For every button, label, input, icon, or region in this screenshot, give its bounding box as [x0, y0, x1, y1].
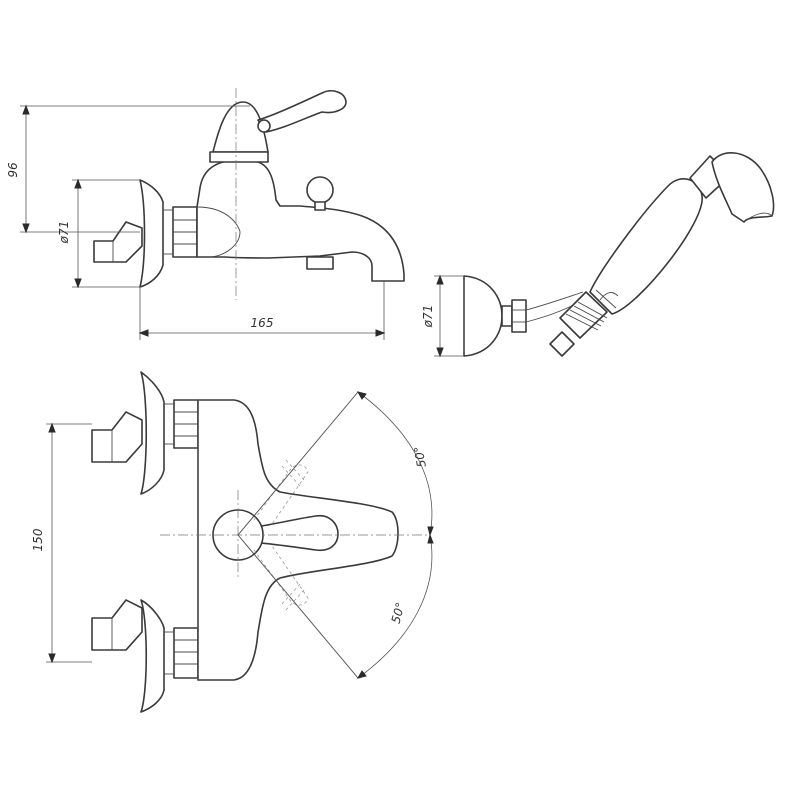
top-lever [249, 514, 339, 552]
hand-shower: ø71 [421, 152, 775, 358]
lever-ghost-upper [253, 464, 309, 525]
top-hex-nut-lower [173, 627, 199, 679]
shower-head [711, 152, 775, 223]
shower-hose [525, 291, 584, 311]
top-wall-flange-upper [140, 371, 165, 495]
top-connector-lower [91, 599, 143, 651]
top-view-mixer: 50° 50° 150 [31, 371, 434, 713]
side-wall-flange [139, 179, 164, 288]
side-bonnet [212, 101, 269, 153]
shower-handle [589, 177, 703, 315]
side-diverter-knob [306, 176, 334, 204]
dim-angle-upper-label: 50° [411, 445, 428, 468]
dim-width-spout-label: 165 [251, 316, 274, 330]
lever-ghost-lower [253, 545, 309, 606]
side-view-mixer: 96 ø71 165 [6, 88, 405, 340]
dim-angle-lower-label: 50° [389, 601, 408, 625]
shower-wall-bracket [463, 275, 503, 357]
side-eccentric-connector [93, 221, 143, 263]
top-wall-flange-lower [140, 599, 165, 713]
side-diverter-pull [306, 256, 334, 270]
dim-centers-label: 150 [31, 528, 45, 551]
dim-height-top-label: 96 [6, 162, 20, 178]
shower-holder [559, 291, 608, 339]
dim-diameter-handshower-label: ø71 [421, 305, 435, 329]
side-body-spout [196, 159, 405, 282]
side-lever-handle [257, 90, 347, 133]
top-connector-upper [91, 411, 143, 463]
dim-diameter-side-label: ø71 [57, 221, 71, 245]
